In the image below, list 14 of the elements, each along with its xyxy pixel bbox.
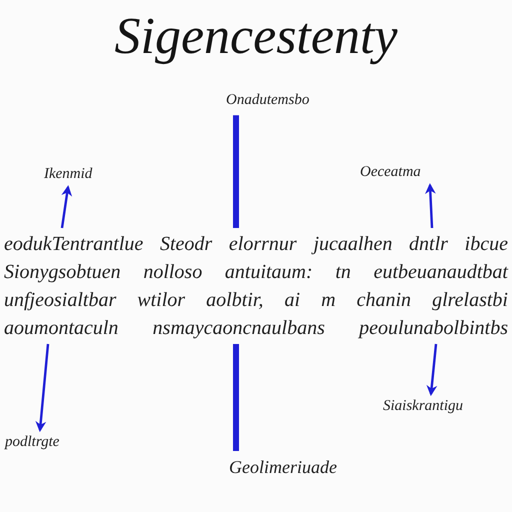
connector-line (233, 344, 239, 451)
arrow (35, 344, 50, 432)
arrow (426, 344, 438, 396)
text-label: Siaiskrantigu (380, 398, 466, 416)
text-label: Geolimeriuade (226, 457, 340, 478)
text-label: Oeceatma (357, 164, 424, 182)
text-label: Onadutemsbo (223, 92, 312, 110)
title: Sigencestenty (114, 8, 398, 66)
arrow (425, 183, 436, 228)
text-label: Ikenmid (41, 166, 96, 184)
connector-line (233, 115, 239, 228)
paragraph: eodukTentrantlue Steodr elorrnur jucaalhen dntlr ibcue Sionygsobtuen nolloso antuitaum: tn eutbeuanaudtbat unfjeosialtbar wtilor aolbtir, ai m chanin glrelastbi aoumontaculn nsmaycaoncnaulbans peoulunabolbintbs (1, 230, 511, 342)
arrow (60, 185, 72, 228)
text-label: podltrgte (2, 434, 62, 452)
